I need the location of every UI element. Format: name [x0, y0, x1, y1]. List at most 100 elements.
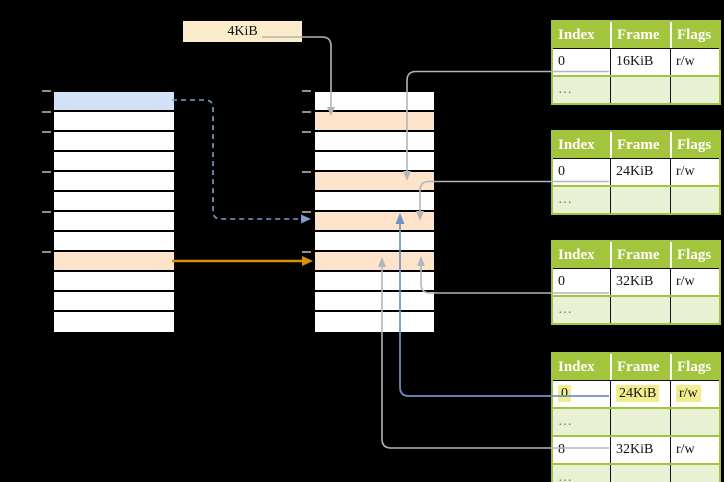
flags-cell [670, 409, 719, 435]
virtual-memory-row-orange [54, 252, 174, 272]
frame-cell: 32KiB [610, 269, 670, 295]
header-frame: Frame [610, 354, 670, 380]
page-table-4: Index Frame Flags 0 24KiB r/w … 8 32KiB … [551, 352, 721, 482]
flags-cell [670, 187, 719, 213]
address-tick [42, 111, 51, 113]
address-tick [42, 90, 51, 92]
memory-row [315, 232, 434, 252]
flags-cell [670, 297, 719, 323]
index-cell: 0 [558, 274, 565, 289]
flags-cell: r/w [670, 269, 719, 295]
header-index: Index [558, 137, 595, 153]
index-cell: … [558, 192, 572, 207]
memory-row [315, 132, 434, 152]
header-frame: Frame [610, 132, 670, 158]
header-index: Index [558, 247, 595, 263]
flags-cell [670, 465, 719, 482]
page-table-header: Index Frame Flags [553, 132, 719, 158]
table-row: 0 32KiB r/w [553, 268, 719, 295]
memory-row [315, 312, 434, 332]
flags-cell: r/w [670, 159, 719, 185]
page-table-header: Index Frame Flags [553, 354, 719, 380]
table-row-ellipsis: … [553, 407, 719, 435]
flags-cell [670, 77, 719, 103]
address-tick [302, 90, 311, 92]
index-cell: 0 [558, 164, 565, 179]
virtual-memory-row-blue [54, 92, 174, 112]
frame-cell [610, 409, 670, 435]
memory-row [54, 192, 174, 212]
frame-cell [610, 187, 670, 213]
flags-cell: r/w [670, 49, 719, 75]
memory-row [54, 312, 174, 332]
header-flags: Flags [670, 132, 719, 158]
highlight: 0 [558, 385, 571, 402]
page-table-header: Index Frame Flags [553, 22, 719, 48]
memory-row [54, 152, 174, 172]
index-cell: 0 [553, 381, 610, 407]
index-cell: … [558, 82, 572, 97]
flags-cell: r/w [670, 437, 719, 463]
page-table-1: Index Frame Flags 0 16KiB r/w … [551, 20, 721, 105]
table-row-ellipsis: … [553, 463, 719, 482]
header-index: Index [558, 27, 595, 43]
frame-cell [610, 297, 670, 323]
header-index: Index [558, 359, 595, 375]
physical-frame-32kib [315, 252, 434, 272]
table-row-highlighted: 0 24KiB r/w [553, 380, 719, 407]
arrow-virtualpage8-to-frame32kib [172, 256, 313, 266]
memory-row [54, 112, 174, 132]
memory-row [315, 92, 434, 112]
highlight: 24KiB [616, 385, 660, 402]
flags-cell: r/w [670, 381, 719, 407]
frame-cell [610, 465, 670, 482]
address-tick [42, 211, 51, 213]
address-tick [302, 171, 311, 173]
address-tick [42, 171, 51, 173]
page-table-3: Index Frame Flags 0 32KiB r/w … [551, 240, 721, 325]
index-cell: 0 [558, 54, 565, 69]
physical-frame-4kib [315, 112, 434, 132]
physical-frame-24kib [315, 212, 434, 232]
memory-row [315, 152, 434, 172]
index-cell: … [558, 302, 572, 317]
address-tick [302, 131, 311, 133]
header-flags: Flags [670, 242, 719, 268]
memory-row [54, 212, 174, 232]
page-size-label: 4KiB [183, 21, 302, 42]
physical-frame-16kib [315, 172, 434, 192]
table-row-ellipsis: … [553, 75, 719, 103]
address-tick [42, 131, 51, 133]
address-tick [302, 111, 311, 113]
address-tick [42, 251, 51, 253]
frame-cell [610, 77, 670, 103]
table-row: 0 16KiB r/w [553, 48, 719, 75]
index-cell: … [558, 414, 572, 429]
memory-row [54, 232, 174, 252]
memory-row [54, 132, 174, 152]
index-cell: 8 [558, 442, 565, 457]
table-row: 8 32KiB r/w [553, 435, 719, 463]
memory-row [54, 272, 174, 292]
page-table-header: Index Frame Flags [553, 242, 719, 268]
address-tick [302, 251, 311, 253]
address-tick [302, 211, 311, 213]
frame-cell: 16KiB [610, 49, 670, 75]
virtual-memory-table [52, 90, 176, 334]
table-row-ellipsis: … [553, 295, 719, 323]
frame-cell: 24KiB [610, 381, 670, 407]
table-row-ellipsis: … [553, 185, 719, 213]
header-flags: Flags [670, 354, 719, 380]
memory-row [54, 172, 174, 192]
memory-row [315, 272, 434, 292]
header-flags: Flags [670, 22, 719, 48]
frame-cell: 32KiB [610, 437, 670, 463]
memory-row [54, 292, 174, 312]
index-cell: … [558, 470, 572, 482]
page-table-2: Index Frame Flags 0 24KiB r/w … [551, 130, 721, 215]
memory-row [315, 192, 434, 212]
header-frame: Frame [610, 242, 670, 268]
frame-cell: 24KiB [610, 159, 670, 185]
physical-memory-table [313, 90, 436, 334]
